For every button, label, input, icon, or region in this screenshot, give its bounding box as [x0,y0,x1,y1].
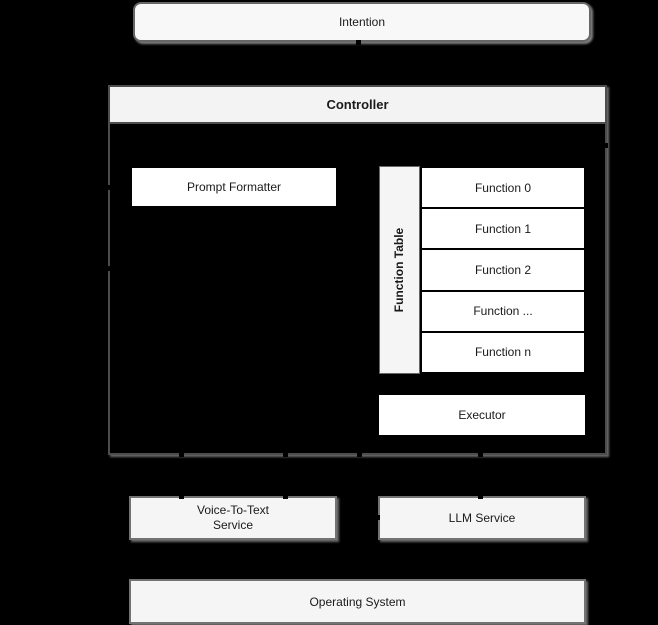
connector-stub [283,494,288,499]
function-row: Function 2 [420,248,586,292]
intention-node: Intention [133,2,591,42]
connector-stub [179,494,184,499]
controller-header: Controller [110,87,605,124]
function-table-rows: Function 0 Function 1 Function 2 Functio… [420,166,586,375]
executor-node: Executor [378,394,586,436]
function-table-label: Function Table [392,227,407,313]
connector-stub [179,452,184,457]
function-row-label: Function n [474,345,532,360]
llm-service-node: LLM Service [378,496,586,540]
function-row-label: Function ... [473,304,533,319]
connector-stub [106,266,111,271]
voice-to-text-service-label: Voice-To-Text Service [196,503,270,532]
executor-label: Executor [458,408,506,422]
prompt-formatter-label: Prompt Formatter [186,180,282,194]
function-row: Function 0 [420,166,586,210]
connector-stub [478,494,483,499]
function-row: Function ... [420,289,586,333]
function-row: Function n [420,330,586,375]
prompt-formatter-node: Prompt Formatter [131,167,337,207]
function-row-label: Function 2 [474,263,532,277]
operating-system-label: Operating System [309,594,406,609]
connector-stub [283,452,288,457]
connector-stub [603,143,608,148]
voice-to-text-service-node: Voice-To-Text Service [129,496,337,540]
connector-stub [106,185,111,190]
intention-label: Intention [338,15,386,29]
llm-service-label: LLM Service [448,511,516,525]
function-row-label: Function 0 [474,180,532,195]
connector-stub [478,452,483,457]
function-table-strip: Function Table [379,166,420,374]
connector-stub [356,40,361,45]
connector-stub [375,515,380,520]
function-row: Function 1 [420,207,586,251]
operating-system-node: Operating System [129,579,586,624]
controller-title: Controller [326,97,389,112]
connector-stub [357,452,362,457]
function-row-label: Function 1 [474,221,532,236]
